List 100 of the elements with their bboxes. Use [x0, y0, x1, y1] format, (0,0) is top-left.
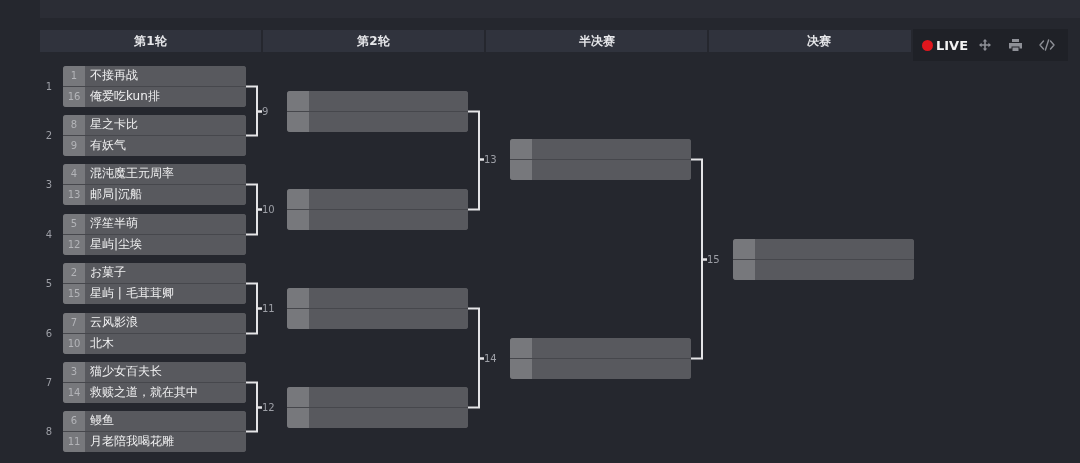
match-number: 13 — [484, 154, 497, 165]
match-card — [63, 115, 246, 156]
team-name: お菓子 — [90, 266, 126, 280]
seed-number: 6 — [70, 416, 78, 426]
match-number: 9 — [262, 106, 269, 117]
team-row — [63, 234, 246, 255]
team-row — [63, 263, 246, 283]
match-number: 3 — [45, 179, 53, 190]
team-row — [63, 86, 246, 107]
seed-number: 1 — [70, 71, 78, 81]
bracket-line — [245, 110, 263, 137]
team-row — [63, 411, 246, 431]
seed-number: 16 — [67, 92, 81, 102]
seed-number: 7 — [70, 318, 78, 328]
bracket-line — [467, 357, 485, 409]
match-number: 6 — [45, 328, 53, 339]
round-header: 第2轮 — [263, 30, 484, 52]
round-header: 半决赛 — [486, 30, 707, 52]
seed-number: 15 — [67, 289, 81, 299]
empty-team-row — [287, 407, 468, 428]
empty-team-row — [287, 209, 468, 230]
seed-number: 9 — [70, 141, 78, 151]
match-number: 2 — [45, 130, 53, 141]
empty-team-row — [733, 239, 914, 259]
empty-team-row — [287, 111, 468, 132]
bracket-line — [245, 406, 263, 433]
bracket-line — [245, 208, 263, 236]
empty-team-row — [510, 159, 691, 180]
team-row — [63, 184, 246, 205]
team-row — [63, 382, 246, 403]
seed-number: 8 — [70, 120, 78, 130]
team-name: 浮笙半萌 — [90, 217, 138, 231]
round-header: 决赛 — [709, 30, 911, 52]
team-row — [63, 66, 246, 86]
team-row — [63, 115, 246, 135]
match-number: 12 — [262, 402, 275, 413]
team-name: 北木 — [90, 337, 114, 351]
bracket-line — [245, 307, 263, 335]
bracket-line — [467, 158, 485, 211]
match-card — [63, 66, 246, 107]
match-card — [287, 91, 468, 132]
bracket-line — [690, 258, 708, 360]
team-name: 有妖气 — [90, 139, 126, 153]
match-card — [287, 288, 468, 329]
live-label: LIVE — [936, 38, 969, 52]
team-row — [63, 362, 246, 382]
match-card — [63, 164, 246, 205]
match-card — [287, 387, 468, 428]
empty-team-row — [287, 288, 468, 308]
seed-number: 3 — [70, 367, 78, 377]
match-number: 14 — [484, 353, 497, 364]
seed-number: 2 — [70, 268, 78, 278]
empty-team-row — [510, 358, 691, 379]
match-card — [510, 139, 691, 180]
match-number: 15 — [707, 254, 720, 265]
team-name: 救赎之道，就在其中 — [90, 386, 198, 400]
team-name: 不接再战 — [90, 69, 138, 83]
empty-team-row — [287, 387, 468, 407]
empty-team-row — [510, 338, 691, 358]
match-number: 5 — [45, 278, 53, 289]
match-number: 7 — [45, 377, 53, 388]
team-name: 星之卡比 — [90, 118, 138, 132]
team-row — [63, 135, 246, 156]
team-name: 鳗鱼 — [90, 414, 114, 428]
seed-number: 14 — [67, 388, 81, 398]
match-card — [63, 313, 246, 354]
seed-number: 10 — [67, 339, 81, 349]
match-card — [287, 189, 468, 230]
team-name: 猫少女百夫长 — [90, 365, 162, 379]
match-card — [510, 338, 691, 379]
match-card — [63, 214, 246, 255]
match-number: 10 — [262, 204, 275, 215]
team-row — [63, 431, 246, 452]
match-card — [63, 411, 246, 452]
team-row — [63, 283, 246, 304]
match-number: 8 — [45, 426, 53, 437]
team-name: 云风影浪 — [90, 316, 138, 330]
match-card — [63, 362, 246, 403]
team-name: 星屿 | 毛茸茸卿 — [90, 287, 174, 301]
team-row — [63, 333, 246, 354]
empty-team-row — [510, 139, 691, 159]
team-name: 邮局|沉船 — [90, 188, 143, 202]
team-row — [63, 164, 246, 184]
match-card — [63, 263, 246, 304]
empty-team-row — [733, 259, 914, 280]
seed-number: 13 — [67, 190, 81, 200]
seed-number: 4 — [70, 169, 78, 179]
round-header: 第1轮 — [40, 30, 261, 52]
team-row — [63, 313, 246, 333]
empty-team-row — [287, 91, 468, 111]
team-name: 星屿|尘埃 — [90, 238, 143, 252]
match-number: 4 — [45, 229, 53, 240]
seed-number: 5 — [70, 219, 78, 229]
match-number: 11 — [262, 303, 275, 314]
seed-number: 11 — [67, 437, 81, 447]
team-name: 月老陪我喝花雕 — [90, 435, 174, 449]
empty-team-row — [287, 308, 468, 329]
team-name: 混沌魔王元周率 — [90, 167, 174, 181]
empty-team-row — [287, 189, 468, 209]
team-row — [63, 214, 246, 234]
